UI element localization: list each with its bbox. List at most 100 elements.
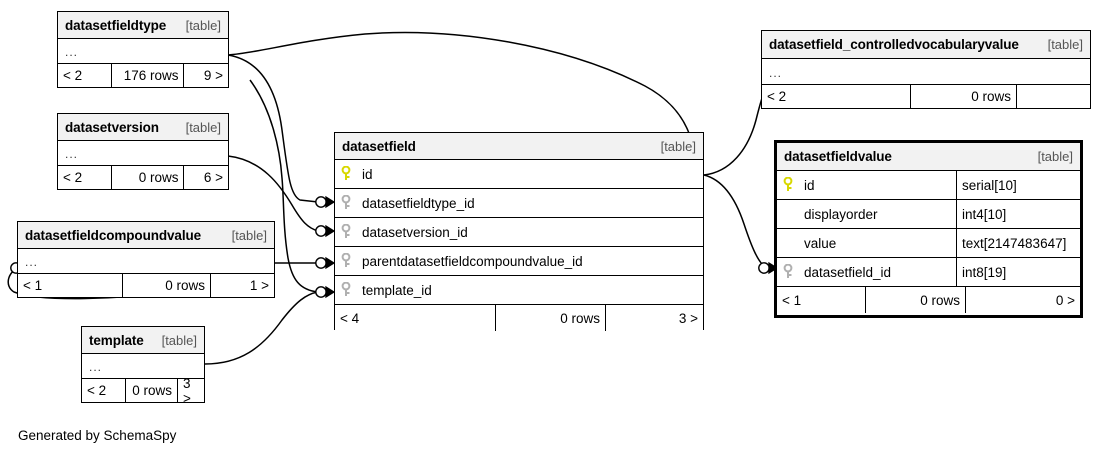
column-row[interactable]: datasetfield_id int8[19] — [777, 258, 1080, 287]
column-row[interactable]: datasetfieldtype_id — [335, 189, 703, 218]
table-name: template — [89, 332, 144, 348]
footer-children: 0 > — [965, 287, 1080, 313]
column-name-cell: displayorder — [777, 206, 956, 222]
column-name-cell: id — [777, 177, 956, 193]
table-datasetfieldvalue[interactable]: datasetfieldvalue [table] id serial[10] … — [774, 140, 1083, 318]
table-title: datasetfieldtype [table] — [58, 12, 228, 39]
table-datasetfieldcompoundvalue[interactable]: datasetfieldcompoundvalue [table] ... < … — [17, 221, 275, 298]
table-name: datasetfieldtype — [65, 17, 167, 33]
column-row[interactable]: datasetversion_id — [335, 218, 703, 247]
edge-datasetfieldtype-row — [227, 54, 319, 203]
table-tag: [table] — [185, 17, 221, 33]
foreign-key-icon — [783, 264, 797, 280]
table-datasetversion[interactable]: datasetversion [table] ... < 2 0 rows 6 … — [57, 113, 229, 190]
edge-datasetfield-to-datasetfieldvalue — [703, 174, 767, 269]
table-footer: < 4 0 rows 3 > — [335, 305, 703, 331]
generated-by-credit: Generated by SchemaSpy — [18, 428, 177, 443]
footer-parents: < 2 — [63, 68, 83, 83]
footer-children — [1016, 85, 1090, 108]
column-label: datasetfieldtype_id — [362, 195, 475, 211]
footer-parents: < 2 — [63, 170, 83, 185]
table-footer: < 2 176 rows 9 > — [58, 64, 228, 87]
table-body-ellipsis: ... — [58, 141, 228, 166]
foreign-key-icon — [341, 224, 355, 240]
footer-parents: < 1 — [782, 292, 802, 308]
footer-rowcount: 0 rows — [122, 274, 210, 297]
table-name: datasetfieldvalue — [784, 149, 892, 164]
table-body-ellipsis: ... — [82, 354, 204, 379]
edge-datasetversion-to-datasetfield — [227, 155, 319, 232]
table-datasetfield[interactable]: datasetfield [table] id datasetfieldtype… — [334, 132, 704, 331]
column-row[interactable]: value text[2147483647] — [777, 229, 1080, 258]
column-label: value — [804, 235, 837, 251]
footer-rowcount: 0 rows — [865, 287, 965, 313]
table-title: datasetfield [table] — [335, 133, 703, 160]
footer-rowcount: 176 rows — [111, 64, 183, 87]
table-tag: [table] — [1037, 149, 1073, 164]
table-footer: < 2 0 rows — [762, 85, 1090, 108]
column-row[interactable]: id serial[10] — [777, 171, 1080, 200]
column-name-cell: id — [335, 166, 703, 182]
table-datasetfield-controlledvocabularyvalue[interactable]: datasetfield_controlledvocabularyvalue [… — [761, 30, 1091, 109]
column-name-cell: parentdatasetfieldcompoundvalue_id — [335, 253, 703, 269]
table-footer: < 2 0 rows 3 > — [82, 379, 204, 402]
column-label: id — [804, 177, 815, 193]
footer-children: 6 > — [183, 166, 228, 189]
foreign-key-icon — [341, 253, 355, 269]
footer-rowcount: 0 rows — [111, 166, 183, 189]
table-template[interactable]: template [table] ... < 2 0 rows 3 > — [81, 326, 205, 403]
table-body-ellipsis: ... — [762, 59, 1090, 85]
footer-rowcount: 0 rows — [125, 379, 177, 402]
column-label: template_id — [362, 282, 432, 298]
foreign-key-icon — [341, 195, 355, 211]
column-row[interactable]: template_id — [335, 276, 703, 305]
edge-template-to-datasetfield — [204, 291, 319, 365]
column-type: text[2147483647] — [956, 229, 1080, 257]
column-row[interactable]: id — [335, 160, 703, 189]
footer-children: 3 > — [605, 305, 703, 331]
foreign-key-icon — [341, 282, 355, 298]
primary-key-icon — [783, 177, 797, 193]
table-title: datasetversion [table] — [58, 114, 228, 141]
column-name-cell: datasetversion_id — [335, 224, 703, 240]
column-label: parentdatasetfieldcompoundvalue_id — [362, 253, 583, 269]
footer-children: 1 > — [210, 274, 274, 297]
column-row[interactable]: displayorder int4[10] — [777, 200, 1080, 229]
table-footer: < 1 0 rows 0 > — [777, 287, 1080, 313]
column-type: int4[10] — [956, 200, 1080, 228]
table-body-ellipsis: ... — [18, 249, 274, 274]
footer-rowcount: 0 rows — [910, 85, 1016, 108]
table-body-ellipsis: ... — [58, 39, 228, 64]
table-footer: < 1 0 rows 1 > — [18, 274, 274, 297]
table-title: datasetfield_controlledvocabularyvalue [… — [762, 31, 1090, 59]
column-label: datasetfield_id — [804, 264, 892, 280]
footer-parents: < 4 — [340, 310, 360, 326]
column-name-cell: datasetfieldtype_id — [335, 195, 703, 211]
table-tag: [table] — [1047, 37, 1083, 52]
column-label: datasetversion_id — [362, 224, 468, 240]
column-name-cell: template_id — [335, 282, 703, 298]
table-title: datasetfieldvalue [table] — [777, 143, 1080, 171]
table-datasetfieldtype[interactable]: datasetfieldtype [table] ... < 2 176 row… — [57, 11, 229, 88]
primary-key-icon — [341, 166, 355, 182]
footer-parents: < 2 — [767, 89, 787, 104]
table-title: datasetfieldcompoundvalue [table] — [18, 222, 274, 249]
table-tag: [table] — [185, 119, 221, 135]
column-label: id — [362, 166, 373, 182]
table-tag: [table] — [660, 138, 696, 154]
column-type: int8[19] — [956, 258, 1080, 286]
footer-children: 3 > — [177, 379, 204, 402]
table-tag: [table] — [231, 227, 267, 243]
column-type: serial[10] — [956, 171, 1080, 199]
footer-parents: < 2 — [87, 383, 107, 398]
column-row[interactable]: parentdatasetfieldcompoundvalue_id — [335, 247, 703, 276]
table-name: datasetfield — [342, 138, 416, 154]
column-name-cell: value — [777, 235, 956, 251]
table-footer: < 2 0 rows 6 > — [58, 166, 228, 189]
footer-rowcount: 0 rows — [495, 305, 605, 331]
table-name: datasetversion — [65, 119, 159, 135]
table-tag: [table] — [161, 332, 197, 348]
table-name: datasetfieldcompoundvalue — [25, 227, 202, 243]
table-title: template [table] — [82, 327, 204, 354]
